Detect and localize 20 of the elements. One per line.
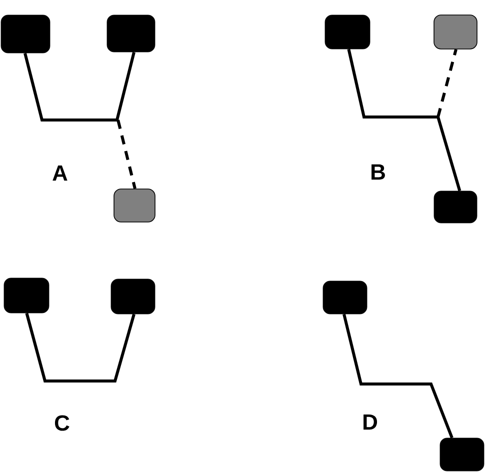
rounded-box bbox=[434, 190, 478, 224]
rounded-box bbox=[324, 14, 370, 50]
panel-label: C bbox=[54, 415, 70, 431]
connector-line bbox=[347, 48, 462, 192]
rounded-box bbox=[106, 14, 156, 52]
rounded-box bbox=[4, 278, 50, 314]
panel-label: B bbox=[372, 164, 385, 180]
rounded-box bbox=[110, 278, 156, 314]
rounded-box bbox=[434, 14, 478, 50]
dashed-line bbox=[436, 49, 458, 118]
rounded-box bbox=[322, 280, 368, 314]
connector-line bbox=[24, 52, 136, 122]
rounded-box bbox=[114, 188, 156, 222]
rounded-box bbox=[0, 14, 50, 54]
panel-label: A bbox=[52, 165, 68, 181]
panel-label: D bbox=[364, 414, 378, 430]
connector-line bbox=[25, 312, 136, 382]
connector-line bbox=[342, 314, 454, 438]
dashed-line bbox=[116, 120, 136, 189]
rounded-box bbox=[440, 438, 484, 472]
